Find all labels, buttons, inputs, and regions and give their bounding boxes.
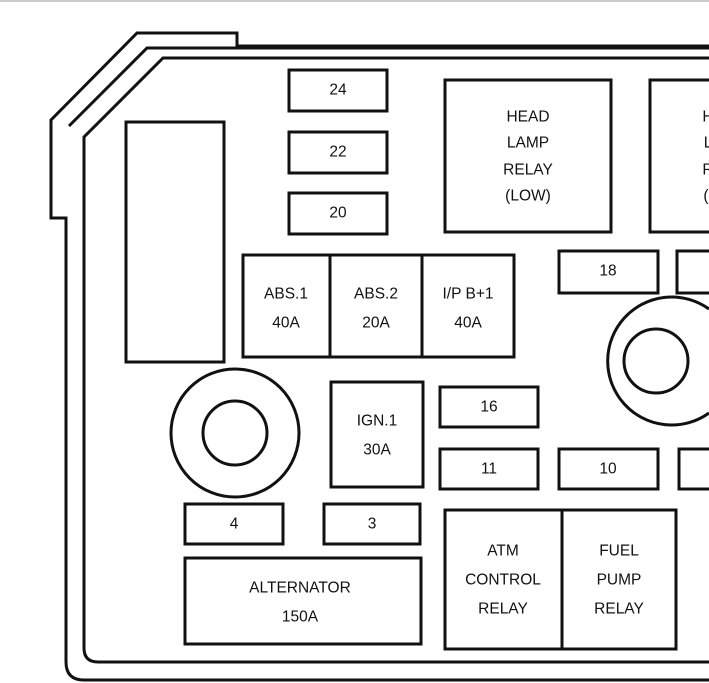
fuse-11: 11: [438, 447, 540, 491]
fuse-ip-b1-rating: 40A: [454, 315, 482, 332]
fuse-3: 3: [322, 502, 422, 546]
housing-step-outline: [67, 46, 709, 128]
head-lamp-relay-low: HEAD LAMP RELAY (LOW): [443, 78, 613, 234]
fuse-20: 20: [287, 191, 389, 236]
head-lamp-relay-low-line-4: (LOW): [505, 188, 551, 205]
fuse-abs-1: ABS.1 40A: [241, 253, 332, 359]
head-lamp-relay-low-line-2: LAMP: [507, 135, 549, 152]
fuse-16-label: 16: [480, 399, 497, 416]
head-lamp-relay-partial: H L R (: [648, 78, 709, 234]
fuse-3-label: 3: [368, 516, 377, 533]
fuse-10: 10: [557, 447, 660, 491]
fuse-18: 18: [557, 249, 660, 295]
fuse-16: 16: [438, 385, 540, 429]
head-lamp-relay-partial-line-3: R: [702, 162, 709, 179]
housing-inner-outline: [82, 56, 709, 664]
housing-outer-outline: [49, 31, 709, 682]
head-lamp-relay-partial-line-2: L: [704, 135, 709, 152]
mounting-boss-right: [606, 295, 709, 427]
fuse-ign-1-rating: 30A: [363, 442, 391, 459]
fuse-alternator-name: ALTERNATOR: [249, 580, 351, 597]
fuel-pump-relay: FUEL PUMP RELAY: [560, 508, 678, 651]
fuse-abs-2: ABS.2 20A: [328, 253, 424, 359]
fuse-24-label: 24: [329, 82, 347, 99]
fuse-11-label: 11: [481, 461, 497, 478]
head-lamp-relay-low-line-3: RELAY: [503, 162, 553, 179]
head-lamp-relay-low-line-1: HEAD: [506, 109, 549, 126]
mounting-boss-left: [169, 367, 301, 499]
fuse-24: 24: [287, 68, 389, 113]
atm-control-relay-line-2: CONTROL: [465, 572, 541, 589]
fuse-abs-1-rating: 40A: [272, 315, 300, 332]
fuel-pump-relay-line-2: PUMP: [597, 572, 642, 589]
fuse-partial-right-upper: [675, 249, 709, 295]
fuse-partial-right-lower: [677, 447, 709, 491]
fuel-pump-relay-line-1: FUEL: [599, 543, 639, 560]
fuse-ip-b1-name: I/P B+1: [443, 286, 494, 303]
fuse-alternator: ALTERNATOR 150A: [183, 556, 423, 646]
fuse-22: 22: [287, 130, 389, 175]
fuse-22-label: 22: [329, 144, 346, 161]
fuse-abs-1-name: ABS.1: [264, 286, 308, 303]
fuse-10-label: 10: [599, 461, 617, 478]
fuse-18-label: 18: [599, 263, 616, 280]
fuse-4: 4: [183, 502, 285, 546]
left-connector-block: [124, 120, 226, 364]
fuse-4-label: 4: [230, 516, 239, 533]
head-lamp-relay-partial-line-4: (: [703, 188, 709, 205]
atm-control-relay-line-3: RELAY: [478, 601, 528, 618]
fuse-ign-1: IGN.1 30A: [329, 380, 425, 489]
fuse-20-label: 20: [329, 205, 347, 222]
fuse-abs-2-rating: 20A: [362, 315, 390, 332]
fuse-alternator-rating: 150A: [282, 609, 319, 626]
fuse-ign-1-name: IGN.1: [357, 413, 397, 430]
atm-control-relay-line-1: ATM: [487, 543, 519, 560]
atm-control-relay: ATM CONTROL RELAY: [443, 508, 564, 651]
fuel-pump-relay-line-3: RELAY: [594, 601, 644, 618]
fuse-abs-2-name: ABS.2: [354, 286, 398, 303]
head-lamp-relay-partial-line-1: H: [702, 109, 709, 126]
fuse-ip-b1: I/P B+1 40A: [420, 253, 516, 359]
